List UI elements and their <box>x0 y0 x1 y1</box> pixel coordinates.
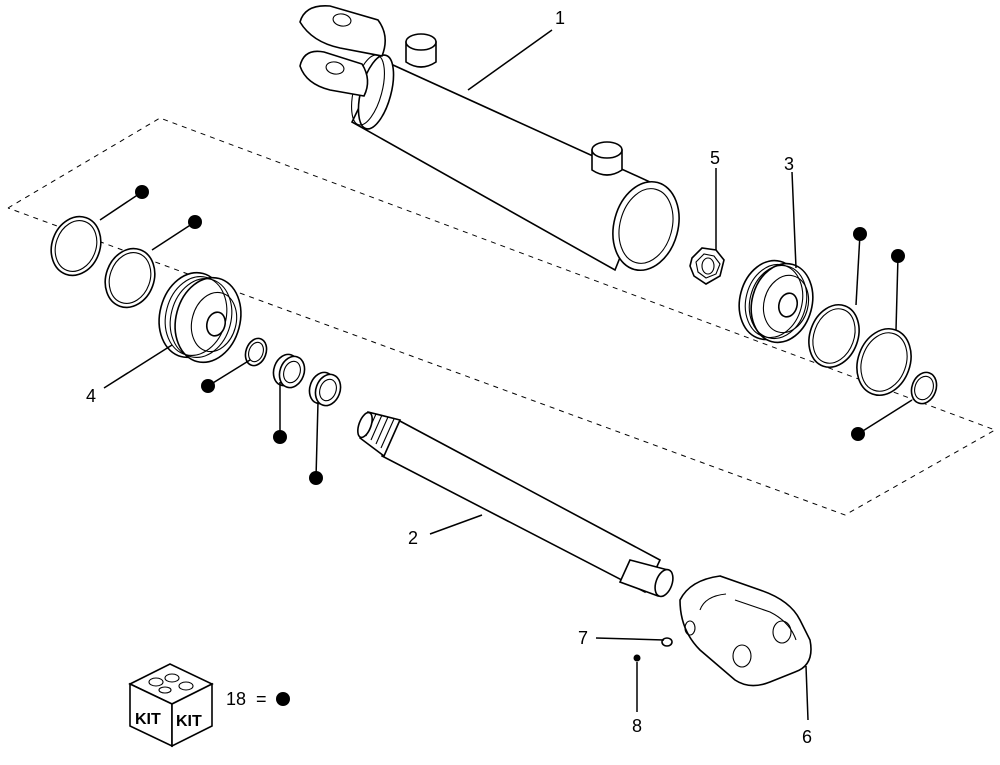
seal-ring-left-1 <box>50 215 102 277</box>
seal-ring-left-2 <box>104 247 156 309</box>
kit-legend-number: 18 <box>226 689 246 709</box>
kit-dot <box>135 185 149 199</box>
kit-label-left: KIT <box>135 711 161 728</box>
callout-1: 1 <box>555 8 565 28</box>
seal-ring-right-1 <box>808 304 860 368</box>
seal-ring-right-2 <box>856 328 912 396</box>
callout-4: 4 <box>86 386 96 406</box>
callout-5: 5 <box>710 148 720 168</box>
callout-8: 8 <box>632 716 642 736</box>
piston <box>738 259 814 344</box>
check-ball <box>633 654 641 662</box>
kit-dot <box>851 427 865 441</box>
callout-2: 2 <box>408 528 418 548</box>
callout-leaders <box>103 29 809 721</box>
kit-legend-dot <box>276 692 290 706</box>
rod-wiper-ring <box>244 337 268 367</box>
rod-clevis <box>679 575 812 687</box>
rod-wear-ring <box>308 371 342 407</box>
piston-nut <box>689 247 725 285</box>
kit-box-icon: KIT KIT <box>128 663 214 748</box>
kit-legend-equals: = <box>256 689 267 709</box>
callout-6: 6 <box>802 727 812 747</box>
seal-ring-right-3 <box>910 371 938 405</box>
kit-dot <box>201 379 215 393</box>
kit-label-right: KIT <box>176 713 202 730</box>
gland-head <box>158 271 242 364</box>
kit-dot <box>188 215 202 229</box>
piston-rod <box>357 411 674 598</box>
cylinder-barrel <box>299 5 680 272</box>
lube-fitting <box>661 637 673 647</box>
kit-dot <box>853 227 867 241</box>
kit-dot <box>309 471 323 485</box>
kit-dot <box>891 249 905 263</box>
kit-dot <box>273 430 287 444</box>
rod-seal <box>272 353 306 389</box>
kit-markers <box>99 185 913 485</box>
callout-3: 3 <box>784 154 794 174</box>
callout-7: 7 <box>578 628 588 648</box>
